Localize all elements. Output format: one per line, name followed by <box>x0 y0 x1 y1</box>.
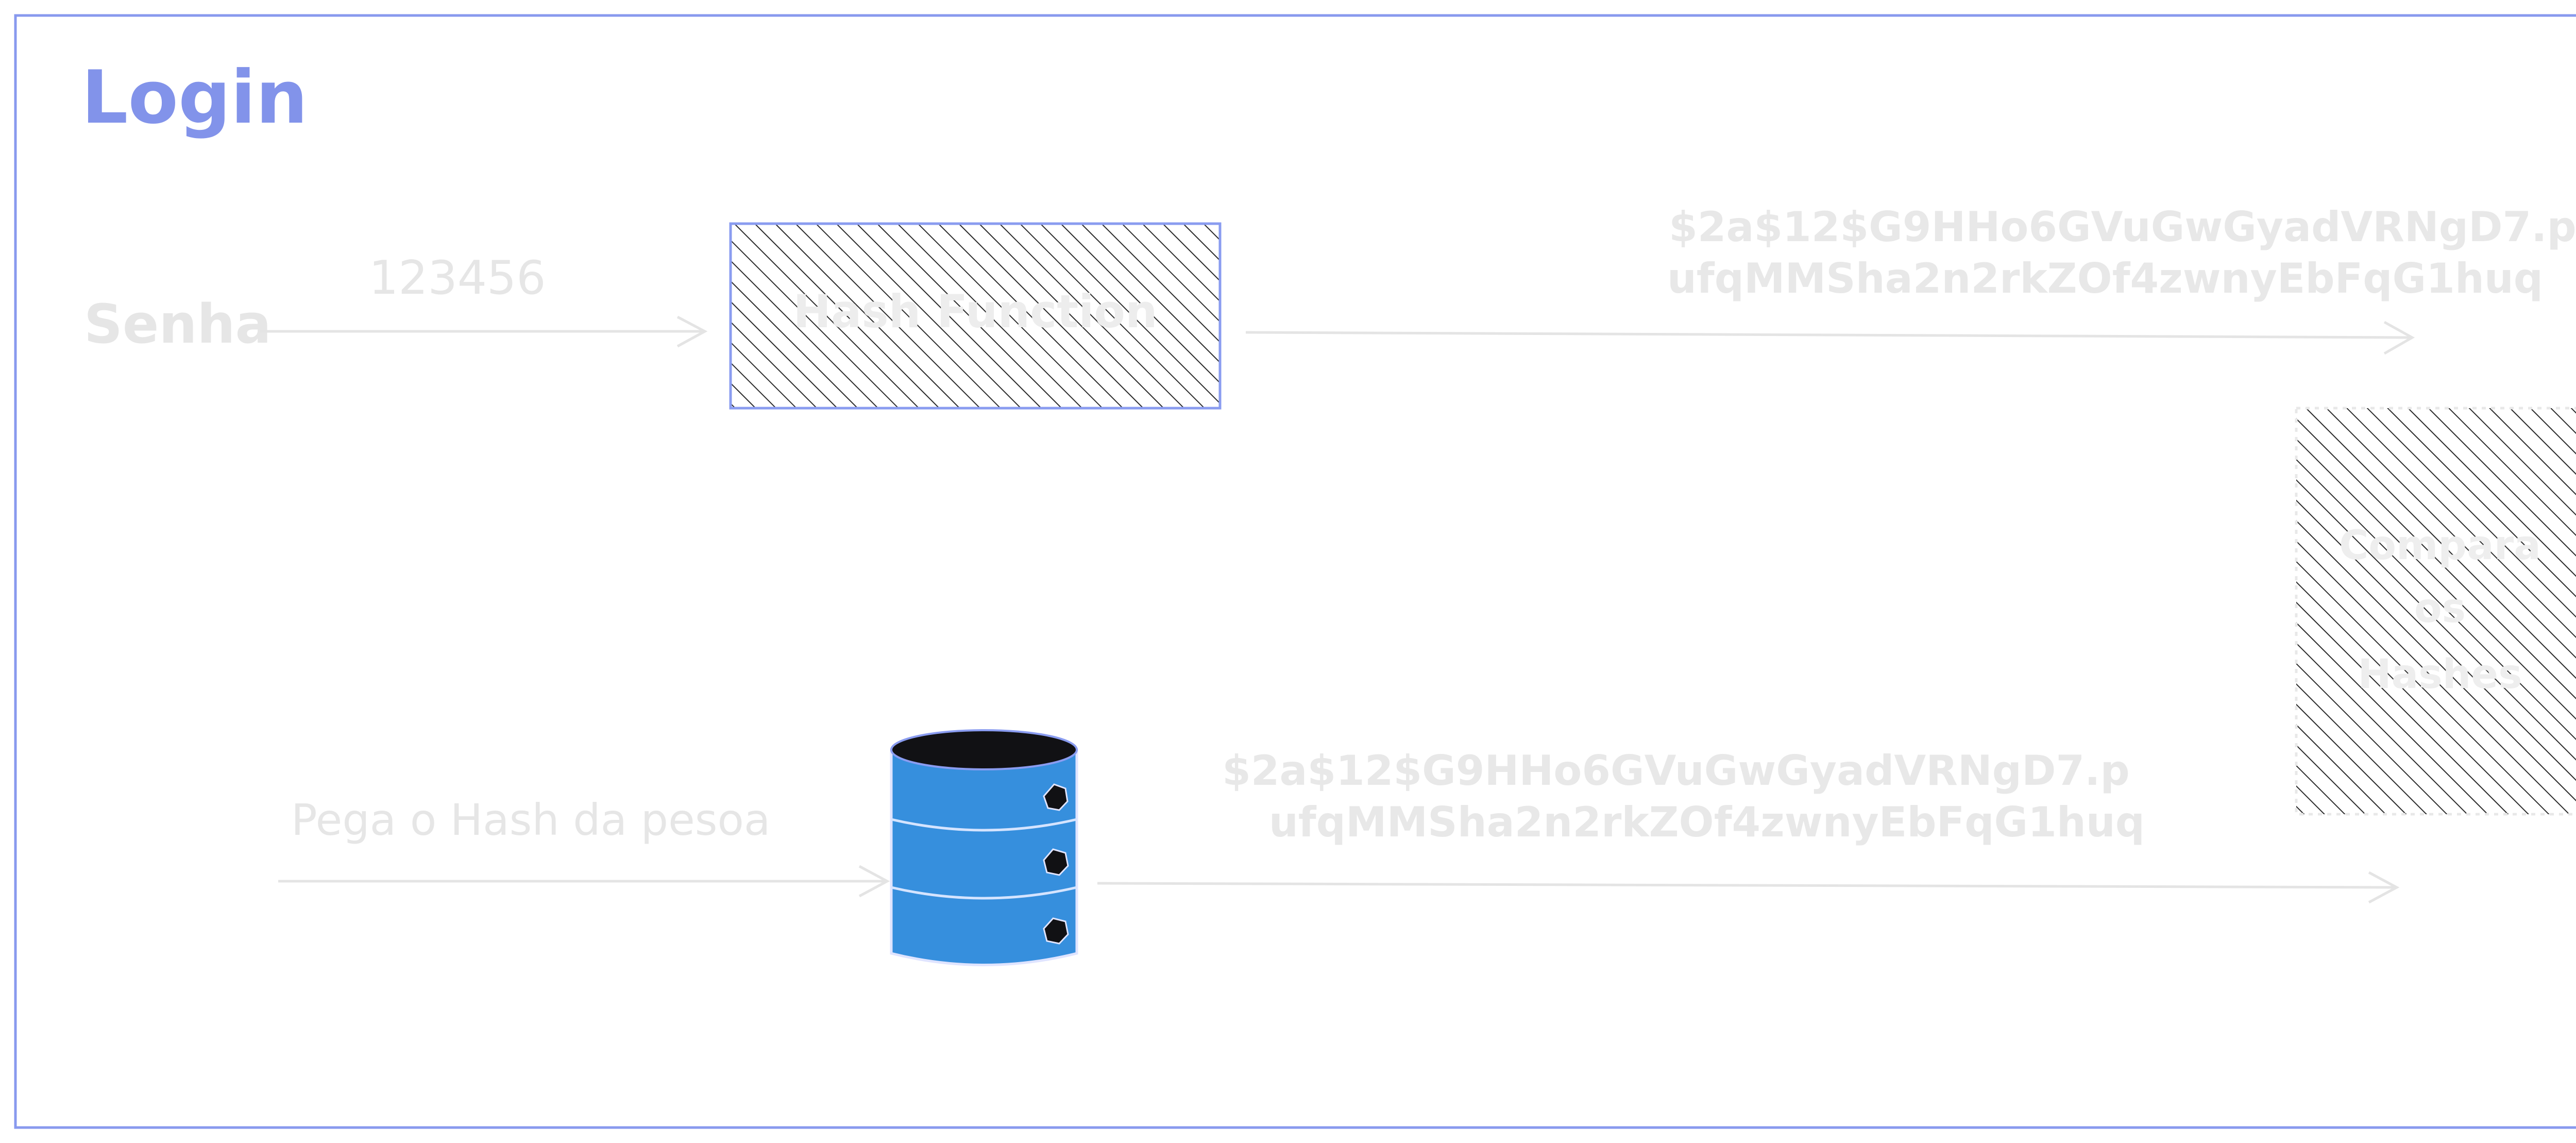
hash-function-box: Hash Function <box>729 222 1222 410</box>
password-label: Senha <box>84 293 272 356</box>
password-value: 123456 <box>369 251 546 305</box>
arrow-password-to-hash <box>260 315 708 348</box>
compare-label-line-1: Compara <box>2339 523 2541 569</box>
arrow-hash-to-compare <box>1245 321 2415 355</box>
hash-function-label: Hash Function <box>793 285 1157 338</box>
fetch-hash-label: Pega o Hash da pesoa <box>291 795 770 845</box>
login-frame <box>14 14 2576 1129</box>
database-cylinder-icon <box>890 729 1078 966</box>
arrow-fetch-to-database <box>278 865 890 898</box>
compare-label-line-3: Hashes <box>2358 651 2522 698</box>
top-hash-line-2: ufqMMSha2n2rkZOf4zwnyEbFqG1huq <box>1667 255 2543 302</box>
arrow-database-to-compare <box>1097 871 2400 904</box>
top-hash-line-1: $2a$12$G9HHo6GVuGwGyadVRNgD7.p <box>1669 203 2576 251</box>
bottom-hash-line-1: $2a$12$G9HHo6GVuGwGyadVRNgD7.p <box>1222 747 2130 795</box>
frame-title: Login <box>81 55 308 140</box>
compare-hashes-box: Compara os Hashes <box>2295 407 2576 816</box>
compare-label-line-2: os <box>2414 585 2466 632</box>
bottom-hash-line-2: ufqMMSha2n2rkZOf4zwnyEbFqG1huq <box>1269 798 2145 846</box>
